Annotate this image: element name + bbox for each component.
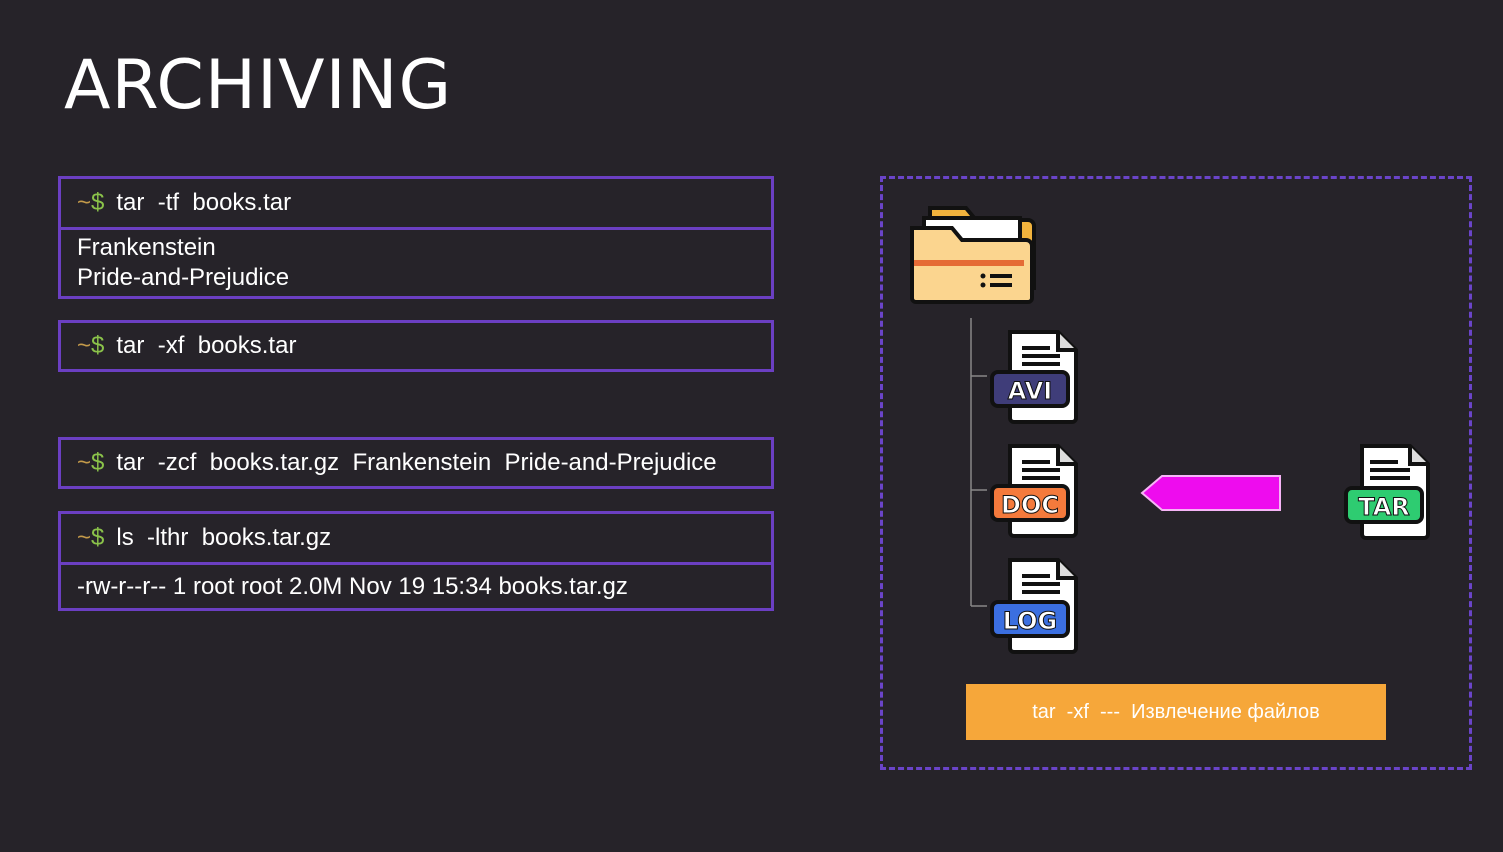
prompt-tilde: ~ xyxy=(77,524,92,551)
command-text: ls -lthr books.tar.gz xyxy=(116,524,332,551)
command-text: tar -xf books.tar xyxy=(116,332,297,359)
tar-label: TAR xyxy=(1358,493,1410,521)
prompt-tilde: ~ xyxy=(77,189,92,216)
avi-file-icon: AVI xyxy=(990,330,1078,424)
log-label: LOG xyxy=(1003,607,1058,635)
prompt-tilde: ~ xyxy=(77,449,92,476)
command-row: ~ $ tar -xf books.tar xyxy=(61,323,771,369)
tree-lines xyxy=(970,318,987,607)
output-line: -rw-r--r-- 1 root root 2.0M Nov 19 15:34… xyxy=(77,572,628,600)
prompt-tilde: ~ xyxy=(77,332,92,359)
prompt-dollar: $ xyxy=(91,189,105,216)
log-file-icon: LOG xyxy=(990,558,1078,654)
doc-file-icon: DOC xyxy=(990,444,1078,538)
output-row: Frankenstein Pride-and-Prejudice xyxy=(61,227,771,296)
doc-label: DOC xyxy=(1001,491,1059,519)
command-row: ~ $ ls -lthr books.tar.gz xyxy=(61,514,771,562)
terminal-block-list: ~ $ tar -tf books.tar Frankenstein Pride… xyxy=(58,176,774,299)
terminal-block-ls: ~ $ ls -lthr books.tar.gz -rw-r--r-- 1 r… xyxy=(58,511,774,611)
page-title: ARCHIVING xyxy=(64,46,453,125)
caption-banner: tar -xf --- Извлечение файлов xyxy=(966,684,1386,740)
prompt-dollar: $ xyxy=(91,449,105,476)
command-row: ~ $ tar -tf books.tar xyxy=(61,179,771,227)
terminal-block-compress: ~ $ tar -zcf books.tar.gz Frankenstein P… xyxy=(58,437,774,489)
output-row: -rw-r--r-- 1 root root 2.0M Nov 19 15:34… xyxy=(61,562,771,608)
output-line: Frankenstein xyxy=(77,234,216,261)
folder-icon xyxy=(910,206,1036,304)
command-text: tar -zcf books.tar.gz Frankenstein Pride… xyxy=(116,449,717,476)
command-row: ~ $ tar -zcf books.tar.gz Frankenstein P… xyxy=(61,440,771,486)
terminal-block-extract: ~ $ tar -xf books.tar xyxy=(58,320,774,372)
tar-file-icon: TAR xyxy=(1344,444,1430,540)
diagram-frame xyxy=(880,176,1472,770)
left-arrow-icon xyxy=(1140,475,1281,511)
prompt-dollar: $ xyxy=(91,524,105,551)
avi-label: AVI xyxy=(1008,377,1052,405)
command-text: tar -tf books.tar xyxy=(116,189,292,216)
prompt-dollar: $ xyxy=(91,332,105,359)
output-line: Pride-and-Prejudice xyxy=(77,264,290,291)
